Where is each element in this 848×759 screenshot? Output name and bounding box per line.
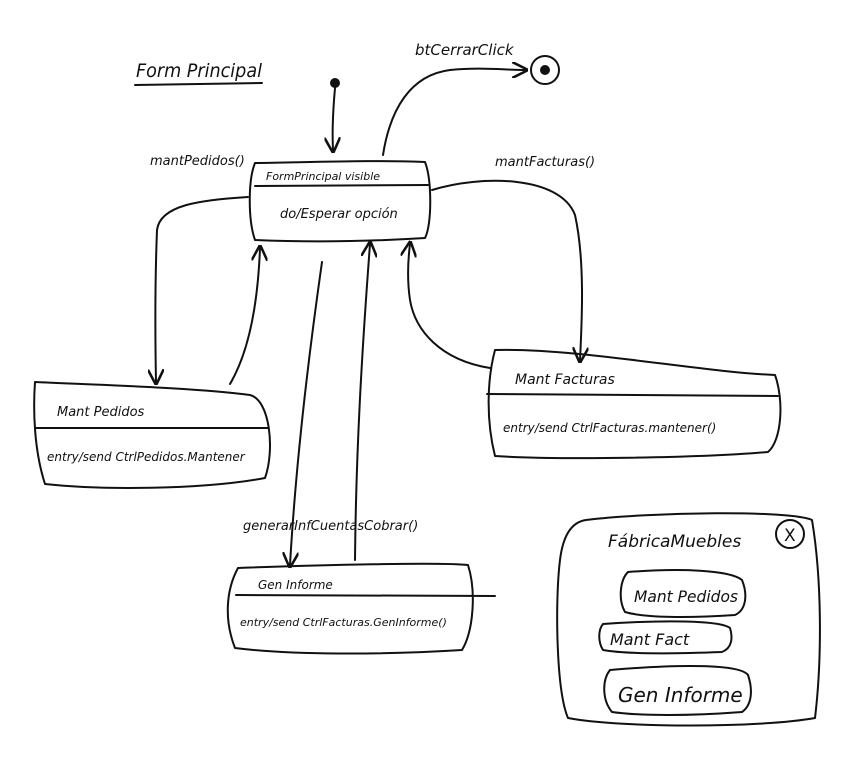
gen-informe-button-label: Gen Informe xyxy=(618,683,743,707)
state-pedidos-box xyxy=(33,381,271,489)
to-facturas-arrow xyxy=(431,179,582,360)
state-pedidos-name: Mant Pedidos xyxy=(57,405,145,420)
state-informe-divider xyxy=(235,594,496,597)
title-underline xyxy=(134,82,263,86)
to-pedidos-arrow xyxy=(155,196,249,382)
from-pedidos-arrow xyxy=(229,248,260,385)
state-principal-name: FormPrincipal visible xyxy=(266,170,380,183)
state-principal-activity: do/Esperar opción xyxy=(280,207,398,222)
diagram-title: Form Principal xyxy=(136,60,263,82)
gen-informe-button[interactable]: Gen Informe xyxy=(603,664,752,716)
from-informe-arrow xyxy=(354,244,370,561)
mant-fact-button-label: Mant Fact xyxy=(610,630,690,649)
mant-pedidos-button-frame xyxy=(619,569,747,618)
close-icon-glyph: X xyxy=(784,526,796,546)
state-informe-activity: entry/send CtrlFacturas.GenInforme() xyxy=(240,616,447,629)
initial-state-dot xyxy=(330,78,340,88)
close-icon[interactable] xyxy=(775,519,805,549)
to-informe-arrow xyxy=(290,261,323,565)
mant-pedidos-button[interactable]: Mant Pedidos xyxy=(619,569,747,618)
state-principal-divider xyxy=(254,184,429,187)
state-facturas-activity: entry/send CtrlFacturas.mantener() xyxy=(503,421,716,435)
state-pedidos-activity: entry/send CtrlPedidos.Mantener xyxy=(47,450,246,464)
state-facturas-name: Mant Facturas xyxy=(515,372,615,388)
close-transition-arrow xyxy=(382,69,525,156)
initial-transition-arrow xyxy=(333,87,335,150)
state-facturas-box xyxy=(487,348,782,460)
mant-fact-button[interactable]: Mant Fact xyxy=(598,620,733,655)
close-transition-label: btCerrarClick xyxy=(415,41,515,59)
from-facturas-arrow xyxy=(408,244,491,369)
final-state-outer xyxy=(530,55,560,85)
to-pedidos-label: mantPedidos() xyxy=(150,154,245,169)
mockup-window-title: FábricaMuebles xyxy=(608,532,741,552)
mant-fact-button-frame xyxy=(598,620,733,655)
to-facturas-label: mantFacturas() xyxy=(495,155,595,170)
state-informe-name: Gen Informe xyxy=(258,578,333,592)
final-state-inner xyxy=(540,65,550,75)
state-facturas-divider xyxy=(486,393,779,397)
state-principal-box xyxy=(248,160,432,243)
mockup-window xyxy=(556,512,821,727)
gen-informe-button-frame xyxy=(603,664,752,716)
to-informe-label: generarInfCuentasCobrar() xyxy=(243,519,418,534)
mant-pedidos-button-label: Mant Pedidos xyxy=(634,587,738,606)
state-informe-box xyxy=(226,562,474,655)
